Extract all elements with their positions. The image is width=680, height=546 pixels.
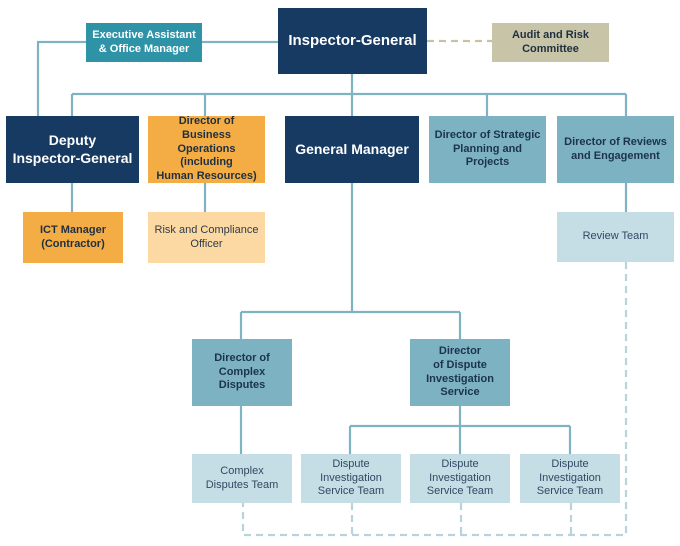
dispute-team-box-3: Dispute Investigation Service Team <box>520 454 620 503</box>
dashed-review-link <box>241 262 628 537</box>
review-team-box: Review Team <box>557 212 674 262</box>
audit-risk-committee-box: Audit and Risk Committee <box>492 23 609 62</box>
deputy-ig-box: Deputy Inspector-General <box>6 116 139 183</box>
ict-manager-box: ICT Manager (Contractor) <box>23 212 123 263</box>
director-reviews-box: Director of Reviews and Engagement <box>557 116 674 183</box>
general-manager-box: General Manager <box>285 116 419 183</box>
complex-disputes-team-box: Complex Disputes Team <box>192 454 292 503</box>
director-business-ops-box: Director of Business Operations (includi… <box>148 115 265 183</box>
dispute-team-box-1: Dispute Investigation Service Team <box>301 454 401 503</box>
connector-ea-deputy <box>36 40 86 116</box>
executive-assistant-box: Executive Assistant & Office Manager <box>86 23 202 62</box>
dispute-team-box-2: Dispute Investigation Service Team <box>410 454 510 503</box>
director-dispute-investigation-box: Director of Dispute Investigation Servic… <box>410 339 510 406</box>
director-complex-disputes-box: Director of Complex Disputes <box>192 339 292 406</box>
inspector-general-box: Inspector-General <box>278 8 427 74</box>
director-strategic-box: Director of Strategic Planning and Proje… <box>429 116 546 183</box>
risk-compliance-box: Risk and Compliance Officer <box>148 212 265 263</box>
